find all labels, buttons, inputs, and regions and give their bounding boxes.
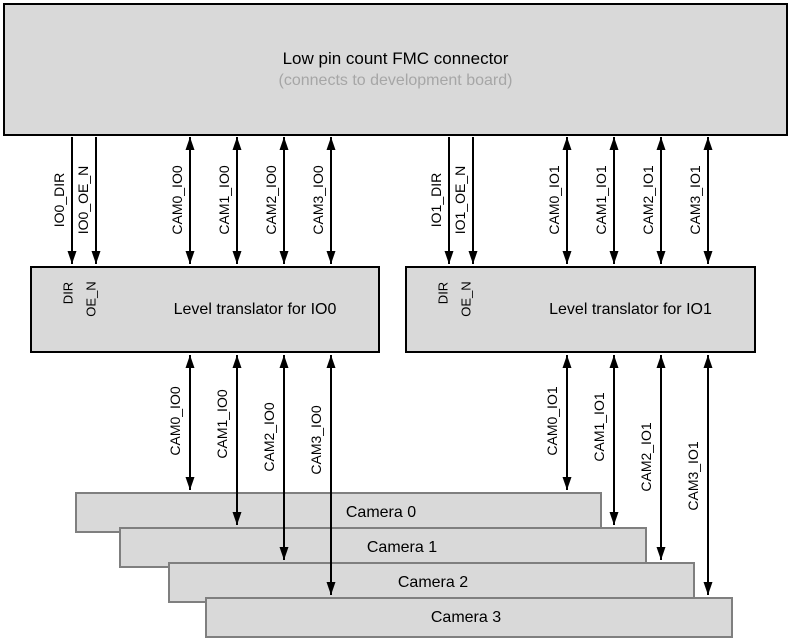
io1-dir-pin-label: DIR	[435, 281, 451, 305]
signal-label-cam1-io1-upper: CAM1_IO1	[593, 165, 609, 235]
signal-label-cam3-io0-lower: CAM3_IO0	[308, 405, 324, 475]
level-translator-io0-title: Level translator for IO0	[173, 300, 337, 318]
signal-label-cam0-io1-lower: CAM0_IO1	[544, 386, 560, 456]
level-translator-io1-title: Level translator for IO1	[549, 300, 712, 318]
signal-label-cam3-io1-lower: CAM3_IO1	[685, 441, 701, 511]
signal-label-io1-oe-n: IO1_OE_N	[452, 165, 468, 235]
signal-label-cam2-io1-lower: CAM2_IO1	[638, 422, 654, 492]
fmc-connector-box: Low pin count FMC connector (connects to…	[3, 3, 788, 136]
io1-oe-pin-label: OE_N	[458, 281, 474, 317]
level-translator-io1-box: Level translator for IO1	[405, 266, 756, 353]
camera-0-label: Camera 0	[345, 504, 417, 521]
fmc-connector-title: Low pin count FMC connector	[282, 49, 509, 68]
camera-3-label: Camera 3	[430, 609, 502, 626]
camera-2-box	[168, 562, 695, 603]
level-translator-io0-box: Level translator for IO0	[30, 266, 380, 353]
signal-label-cam1-io0-upper: CAM1_IO0	[216, 165, 232, 235]
camera-1-label: Camera 1	[366, 539, 438, 556]
signal-label-cam3-io0-upper: CAM3_IO0	[310, 165, 326, 235]
signal-label-io0-dir: IO0_DIR	[51, 172, 67, 228]
signal-label-io0-oe-n: IO0_OE_N	[75, 165, 91, 235]
signal-label-cam0-io0-upper: CAM0_IO0	[169, 165, 185, 235]
signal-label-cam0-io0-lower: CAM0_IO0	[167, 386, 183, 456]
signal-label-cam2-io1-upper: CAM2_IO1	[640, 165, 656, 235]
camera-2-label: Camera 2	[397, 574, 469, 591]
signal-label-io1-dir: IO1_DIR	[428, 172, 444, 228]
fmc-connector-subtitle: (connects to development board)	[278, 72, 513, 89]
io0-oe-pin-label: OE_N	[83, 281, 99, 317]
camera-1-box	[119, 527, 647, 568]
signal-label-cam1-io1-lower: CAM1_IO1	[591, 392, 607, 462]
signal-label-cam0-io1-upper: CAM0_IO1	[546, 165, 562, 235]
signal-label-cam3-io1-upper: CAM3_IO1	[687, 165, 703, 235]
signal-label-cam2-io0-upper: CAM2_IO0	[263, 165, 279, 235]
camera-3-box	[205, 597, 733, 638]
signal-label-cam2-io0-lower: CAM2_IO0	[261, 402, 277, 472]
signal-label-cam1-io0-lower: CAM1_IO0	[214, 389, 230, 459]
io0-dir-pin-label: DIR	[60, 281, 76, 305]
